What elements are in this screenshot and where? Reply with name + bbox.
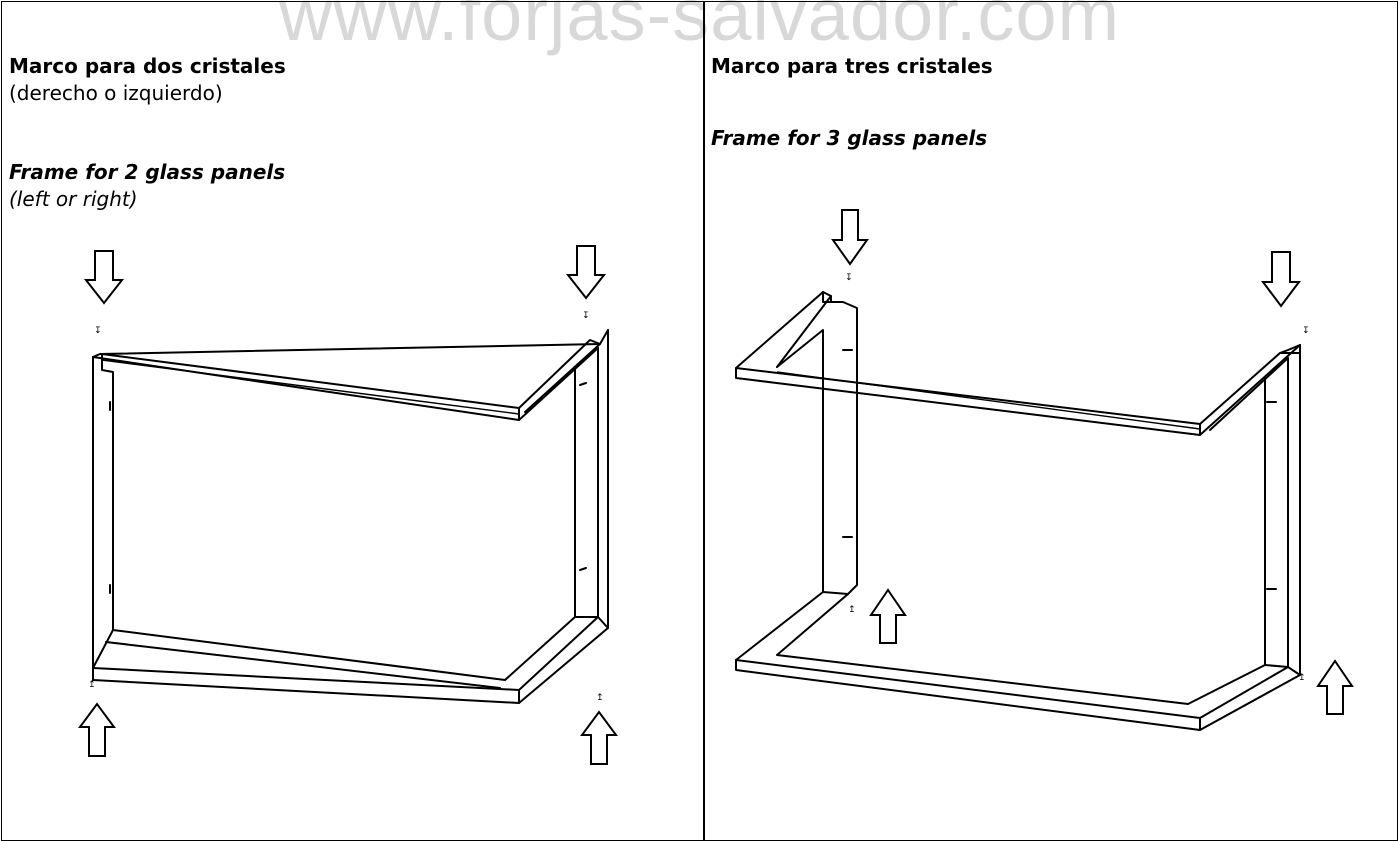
- two-glass-frame-diagram: ↧ ↧ ↥ ↥: [78, 245, 618, 765]
- arrow-down-icon: [83, 250, 125, 305]
- screw-icon: ↥: [88, 680, 96, 690]
- right-title-en: Frame for 3 glass panels: [711, 126, 988, 150]
- arrow-up-icon: [78, 702, 116, 757]
- arrow-down-icon: [565, 245, 607, 300]
- screw-icon: ↥: [596, 693, 604, 703]
- left-title-en: Frame for 2 glass panels: [9, 160, 286, 184]
- screw-icon: ↧: [582, 311, 590, 321]
- left-subtitle-en: (left or right): [9, 187, 138, 211]
- frame-outline: [92, 329, 609, 704]
- watermark-text: www.forjas-salvador.com: [278, 0, 1121, 56]
- left-title: Marco para dos cristales: [9, 54, 286, 78]
- right-title: Marco para tres cristales: [711, 54, 993, 78]
- left-subtitle: (derecho o izquierdo): [9, 81, 223, 105]
- arrow-up-icon: [580, 710, 618, 765]
- screw-icon: ↧: [94, 326, 102, 336]
